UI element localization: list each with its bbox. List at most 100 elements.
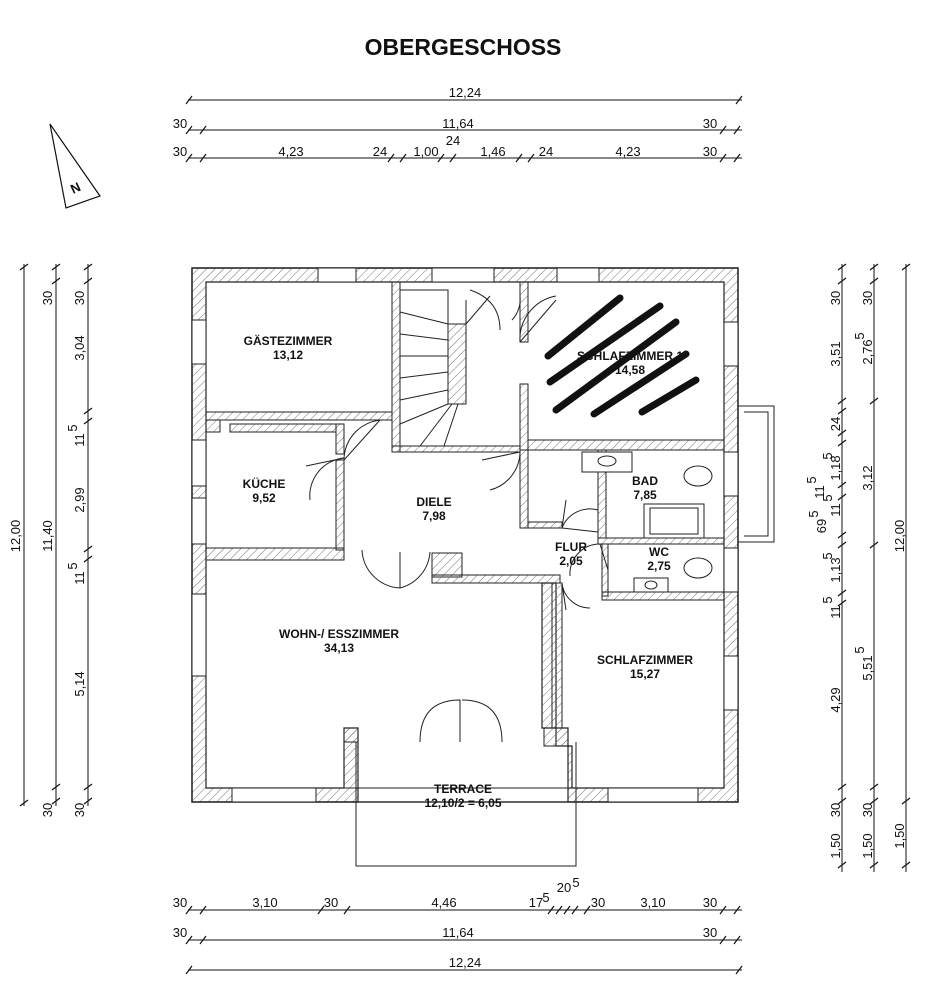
dim-right-outer-0: 12,00 bbox=[892, 520, 907, 553]
dim-right-inner-4: 5 bbox=[820, 452, 835, 459]
dim-right-inner-2: 24 bbox=[828, 417, 843, 431]
dim-right-inner-9: 1,13 bbox=[828, 557, 843, 582]
staircase bbox=[399, 289, 501, 447]
dim-right-inner-8: 5 bbox=[806, 510, 821, 517]
dim-bottom-total: 12,24 bbox=[449, 955, 482, 970]
room-diele-name: DIELE bbox=[416, 495, 451, 509]
dim-bottom-r1-3: 4,46 bbox=[431, 895, 456, 910]
dim-left-inner-0: 30 bbox=[72, 291, 87, 305]
dim-right-inner-12: 5 bbox=[820, 596, 835, 603]
dim-bottom-r1-0: 30 bbox=[173, 895, 187, 910]
doors bbox=[305, 295, 609, 743]
dim-bottom-r2-0: 30 bbox=[173, 925, 187, 940]
dim-left-inner-2: 11 bbox=[72, 433, 87, 447]
dim-right-inner-7: 69 bbox=[814, 519, 829, 533]
dim-left-inner-1: 3,04 bbox=[72, 335, 87, 360]
north-arrow-icon: N bbox=[49, 123, 101, 209]
dim-top-r3-5: 1,46 bbox=[480, 144, 505, 159]
room-schlafzimmer-area: 15,27 bbox=[630, 667, 660, 681]
dim-right-mid-3: 3,12 bbox=[860, 465, 875, 490]
dim-right-mid-5: 5 bbox=[852, 646, 867, 653]
room-terrace-area: 12,10/2 = 6,05 bbox=[424, 796, 501, 810]
dim-right-inner-14: 30 bbox=[828, 803, 843, 817]
room-flur-area: 2,05 bbox=[559, 554, 583, 568]
dim-bottom-r1-6: 20 bbox=[557, 880, 571, 895]
dim-top-r3-1: 4,23 bbox=[278, 144, 303, 159]
dim-right-mid-7: 1,50 bbox=[860, 833, 875, 858]
dim-bottom-r1-10: 30 bbox=[703, 895, 717, 910]
dim-left-mid-2: 30 bbox=[40, 803, 55, 817]
windows bbox=[191, 267, 739, 803]
dim-bottom-r1-5: 5 bbox=[542, 890, 549, 905]
dim-bottom-r1-1: 3,10 bbox=[252, 895, 277, 910]
dimensions-bottom bbox=[185, 905, 743, 975]
room-schlafzimmer1-area: 14,58 bbox=[615, 363, 645, 377]
dim-left-mid-0: 30 bbox=[40, 291, 55, 305]
balcony bbox=[738, 405, 775, 543]
dim-left-inner-7: 5,14 bbox=[72, 671, 87, 696]
dim-right-mid-2: 5 bbox=[852, 332, 867, 339]
room-wohn-area: 34,13 bbox=[324, 641, 354, 655]
dim-left-mid-1: 11,40 bbox=[40, 520, 55, 552]
dim-bottom-r1-2: 30 bbox=[324, 895, 338, 910]
dim-bottom-r2-1: 11,64 bbox=[442, 925, 474, 940]
room-gaestezimmer-name: GÄSTEZIMMER bbox=[244, 333, 333, 348]
dim-bottom-r1-9: 3,10 bbox=[640, 895, 665, 910]
dim-right-inner-1: 3,51 bbox=[828, 341, 843, 366]
dim-top-r3-6: 24 bbox=[539, 144, 553, 159]
dim-right-inner-15: 1,50 bbox=[828, 833, 843, 858]
dim-right-extra-0: 11 bbox=[828, 503, 843, 517]
dim-top-r2-0: 30 bbox=[173, 116, 187, 131]
dim-top-r3-7: 4,23 bbox=[615, 144, 640, 159]
room-flur-name: FLUR bbox=[555, 540, 587, 554]
dim-left-inner-3: 5 bbox=[65, 424, 80, 431]
dim-right-outer-1: 1,50 bbox=[892, 823, 907, 848]
room-schlafzimmer-name: SCHLAFZIMMER bbox=[597, 653, 693, 667]
dim-top-total: 12,24 bbox=[449, 85, 482, 100]
room-terrace-name: TERRACE bbox=[434, 782, 492, 796]
dim-right-extra-1: 5 bbox=[820, 494, 835, 501]
dim-bottom-r1-7: 5 bbox=[572, 875, 579, 890]
dim-right-mid-0: 30 bbox=[860, 291, 875, 305]
dim-top-r2-1: 11,64 bbox=[442, 116, 474, 131]
dim-right-inner-11: 11 bbox=[828, 605, 843, 619]
dim-top-r3-2: 24 bbox=[373, 144, 387, 159]
dim-left-outer: 12,00 bbox=[8, 520, 23, 553]
room-wc-area: 2,75 bbox=[647, 559, 671, 573]
dim-right-inner-0: 30 bbox=[828, 291, 843, 305]
dim-right-inner-3: 1,18 bbox=[828, 455, 843, 480]
dim-top-r3-4: 24 bbox=[446, 133, 460, 148]
room-bad-name: BAD bbox=[632, 474, 658, 488]
dim-bottom-r2-2: 30 bbox=[703, 925, 717, 940]
bath-fixtures bbox=[581, 451, 713, 593]
plan-title: OBERGESCHOSS bbox=[364, 34, 562, 60]
dim-right-mid-1: 2,76 bbox=[860, 339, 875, 364]
scribble-overlay bbox=[544, 294, 700, 418]
room-gaestezimmer-area: 13,12 bbox=[273, 348, 303, 362]
dim-left-inner-4: 2,99 bbox=[72, 487, 87, 512]
room-bad-area: 7,85 bbox=[633, 488, 657, 502]
dim-left-inner-5: 11 bbox=[72, 571, 87, 585]
dim-right-inner-13: 4,29 bbox=[828, 687, 843, 712]
dim-right-mid-6: 30 bbox=[860, 803, 875, 817]
dim-right-inner-5: 11 bbox=[812, 485, 827, 499]
dimensions-left bbox=[19, 263, 93, 807]
room-diele-area: 7,98 bbox=[422, 509, 446, 523]
dim-right-inner-6: 5 bbox=[804, 476, 819, 483]
dim-left-inner-8: 30 bbox=[72, 803, 87, 817]
dim-right-inner-10: 5 bbox=[820, 552, 835, 559]
dim-bottom-r1-8: 30 bbox=[591, 895, 605, 910]
dimensions-top bbox=[185, 95, 743, 163]
room-kueche-name: KÜCHE bbox=[243, 476, 286, 491]
dim-bottom-r1-4: 17 bbox=[529, 895, 543, 910]
dim-top-r3-3: 1,00 bbox=[413, 144, 438, 159]
dim-left-inner-6: 5 bbox=[65, 562, 80, 569]
terrace-outline bbox=[355, 742, 577, 867]
room-wc-name: WC bbox=[649, 545, 669, 559]
dim-top-r2-2: 30 bbox=[703, 116, 717, 131]
dimensions-right bbox=[837, 263, 911, 872]
dim-top-r3-8: 30 bbox=[703, 144, 717, 159]
room-wohn-name: WOHN-/ ESSZIMMER bbox=[279, 627, 399, 641]
dim-top-r3-0: 30 bbox=[173, 144, 187, 159]
